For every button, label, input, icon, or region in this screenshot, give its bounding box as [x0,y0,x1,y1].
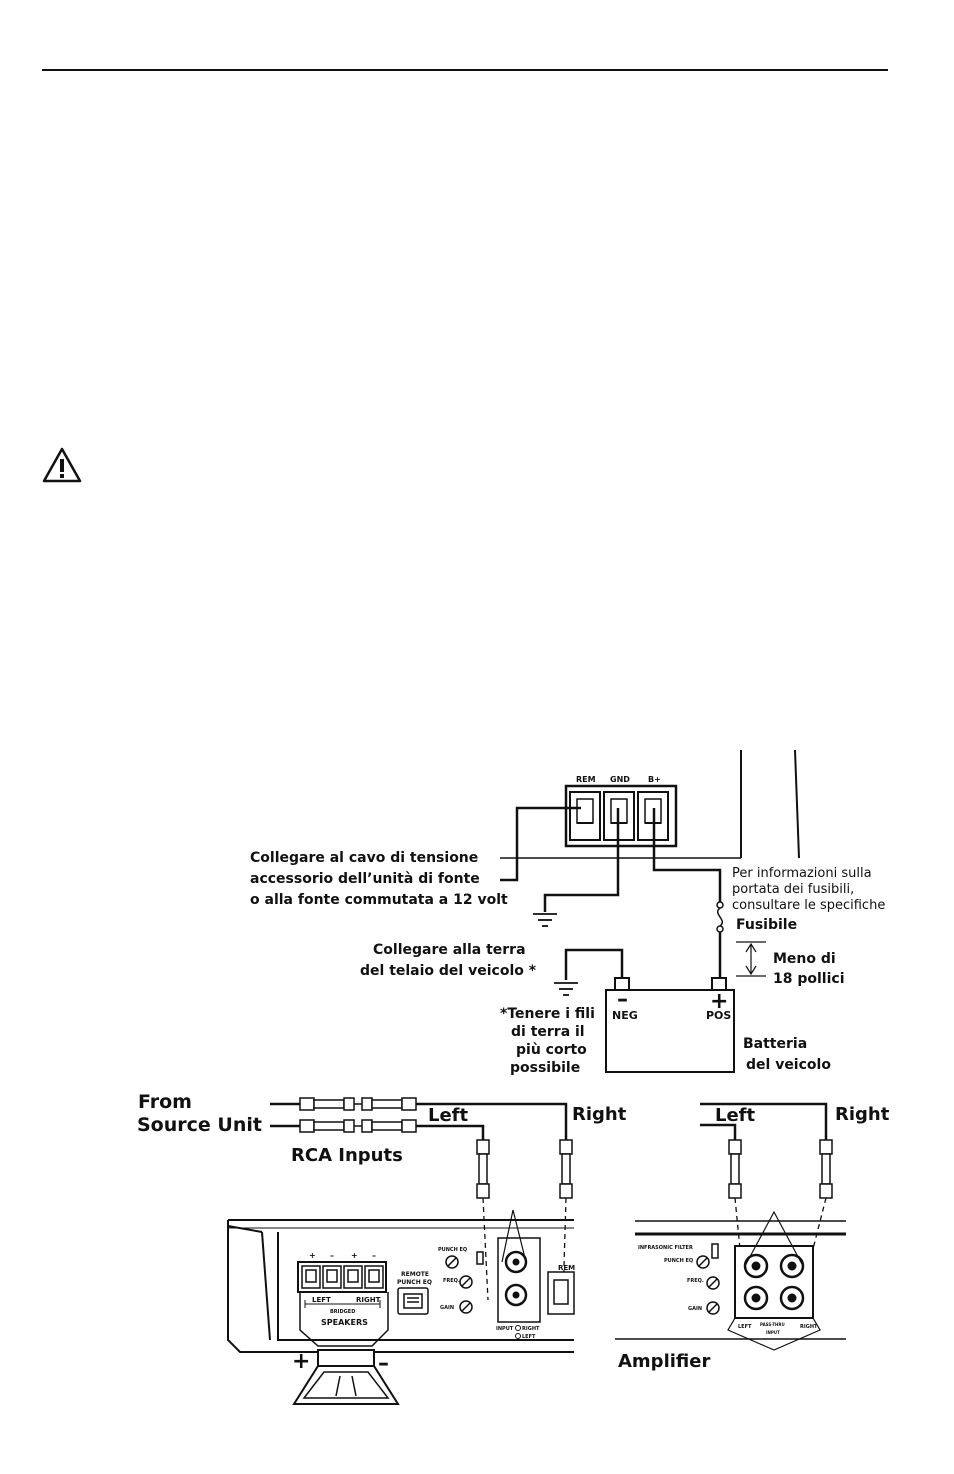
from-label-line-1: From [138,1091,192,1113]
amp-b-left-label: LEFT [738,1324,752,1330]
battery-ground-wire [564,948,624,980]
ground-symbol-lower [554,982,578,996]
amp-a-partial-rem-block [547,1271,575,1315]
amplifier-b-body [615,1220,846,1340]
remote-punch-label-1: REMOTE [401,1271,429,1278]
distance-label-line-2: 18 pollici [773,971,845,987]
rca-inputs-label: RCA Inputs [291,1145,403,1166]
ground-note-line-1: *Tenere i fili [500,1006,595,1022]
amp-a-rem-label: REM [558,1264,575,1272]
amp-b-gain-label: GAIN [688,1306,702,1312]
amp-b-right-label: RIGHT [800,1324,818,1330]
amplifier-side-outline [740,749,800,859]
speaker-plus-sign: + [292,1349,310,1374]
amp-b-controls [696,1243,720,1315]
rca-plugs-b [728,1139,833,1199]
subwoofer-speaker [292,1349,400,1405]
rca-plugs-a [476,1139,573,1199]
speaker-minus-sign: – [378,1351,389,1376]
amp-a-rca-jacks [497,1209,541,1323]
left-signal-wire-a [416,1124,485,1140]
amp-b-input-label: INPUT [766,1330,780,1335]
amp-a-input-left-label: LEFT [522,1334,536,1340]
amp-b-punch-eq-label: PUNCH EQ [664,1258,693,1264]
page-top-rule [42,69,888,71]
amp-b-infrasonic-label: INFRASONIC FILTER [638,1245,693,1251]
amplifier-a-body [227,1219,574,1353]
speaker-sign-3: + [351,1251,358,1260]
remote-punch-eq-jack [397,1287,429,1315]
left-label-a: Left [428,1105,469,1126]
right-signal-wire-a [416,1102,568,1140]
amp-a-punch-eq-label: PUNCH EQ [438,1247,467,1253]
ground-note-line-4: possibile [510,1060,580,1076]
battery-neg-sign: – [617,987,628,1012]
remote-punch-label-2: PUNCH EQ [397,1279,432,1286]
right-label-b: Right [835,1104,890,1125]
speaker-sign-1: + [309,1251,316,1260]
amp-a-input-right-label: RIGHT [522,1326,540,1332]
warning-triangle-icon [42,447,82,483]
amp-b-freq-label: FREQ. [687,1278,704,1284]
left-signal-wire-b [700,1123,737,1140]
distance-label-line-1: Meno di [773,951,836,967]
battery-label-line-2: del veicolo [746,1057,831,1073]
amp-a-gain-label: GAIN [440,1305,454,1311]
input-right-indicator [515,1325,521,1331]
distance-marker [736,941,766,977]
chassis-label-line-1: Collegare alla terra [373,942,526,958]
ground-symbol-upper [533,913,557,927]
from-label-line-2: Source Unit [137,1114,262,1136]
speaker-sign-2: – [330,1251,334,1260]
speaker-right-label: RIGHT [356,1296,381,1304]
terminal-rem-label: REM [576,775,596,784]
rca-cable-pairs [270,1097,417,1133]
left-label-b: Left [715,1105,756,1126]
right-label-a: Right [572,1104,627,1125]
vehicle-battery [605,977,735,1073]
speaker-sign-4: – [372,1251,376,1260]
fuse-icon [716,901,724,933]
bplus-wire [652,808,722,902]
speaker-terminal-block [297,1261,389,1347]
amp-b-rca-jacks [727,1210,821,1351]
terminal-bplus-label: B+ [648,775,661,784]
fuse-note-line-3: consultare le specifiche [732,898,885,913]
speaker-left-label: LEFT [312,1296,331,1304]
chassis-label-line-2: del telaio del veicolo * [360,963,537,979]
right-signal-wire-b [700,1102,828,1140]
amp-a-freq-label: FREQ. [443,1278,460,1284]
power-terminal-block [564,784,678,848]
battery-pos-sign: + [710,989,728,1014]
amplifier-label: Amplifier [618,1351,710,1372]
fuse-label: Fusibile [736,917,797,933]
ground-note-line-2: di terra il [511,1024,585,1040]
amp-a-input-label: INPUT [496,1326,514,1332]
speakers-label: SPEAKERS [321,1318,368,1327]
remote-label-line-3: o alla fonte commutata a 12 volt [250,892,508,908]
remote-label-line-2: accessorio dell’unità di fonte [250,871,480,887]
amp-b-pass-thru-label: PASS-THRU [760,1322,785,1327]
ground-note-line-3: più corto [516,1042,587,1058]
fuse-note-line-2: portata dei fusibili, [732,882,854,897]
input-left-indicator [515,1333,521,1339]
battery-neg-label: NEG [612,1009,638,1022]
terminal-gnd-label: GND [610,775,630,784]
battery-label-line-1: Batteria [743,1036,807,1052]
remote-label-line-1: Collegare al cavo di tensione [250,850,478,866]
amp-a-knobs [445,1251,484,1314]
remote-wire [500,806,581,882]
fuse-note-line-1: Per informazioni sulla [732,866,872,881]
speaker-bridged-label: BRIDGED [330,1309,355,1315]
battery-pos-label: POS [706,1009,731,1022]
gnd-wire [543,808,620,912]
